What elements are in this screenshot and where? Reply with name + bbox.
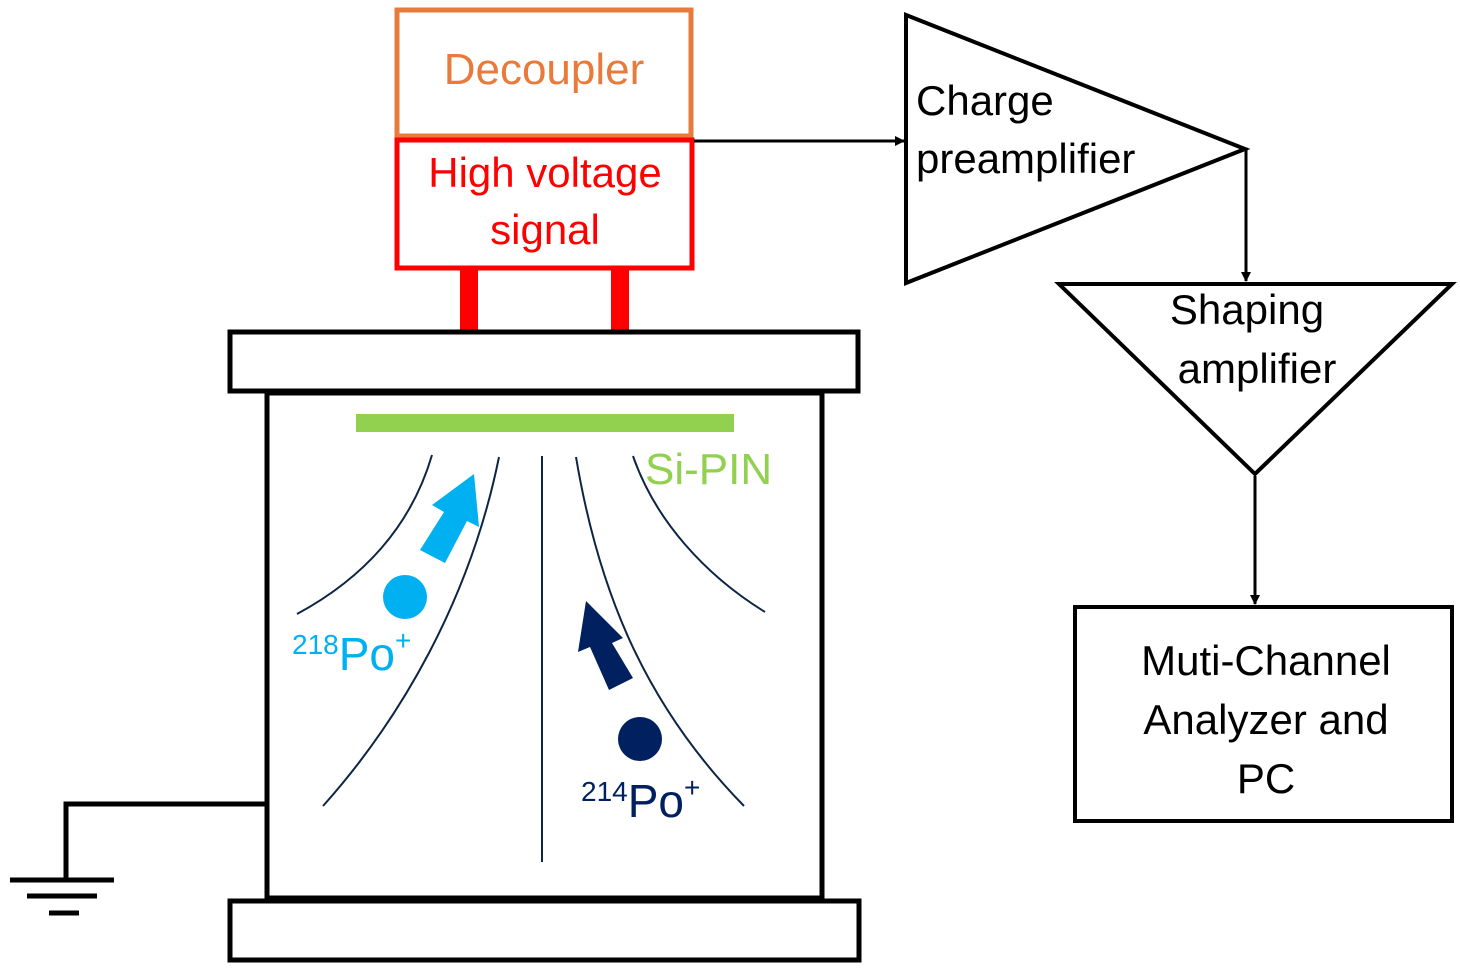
field-line-left-inner — [322, 456, 500, 807]
po218-mass-number: 218 — [292, 629, 339, 660]
ground-icon — [10, 877, 114, 916]
high-voltage-box — [394, 137, 695, 271]
shaping-amplifier-label-line1: Shaping — [1170, 286, 1324, 333]
po214-ion — [618, 717, 662, 761]
mca-label-line2: Analyzer and — [1143, 696, 1388, 743]
mca-box — [1073, 605, 1454, 823]
decoupler-label: Decoupler — [444, 45, 645, 94]
field-line-left-outer — [296, 454, 433, 615]
po214-label: 214Po+ — [581, 772, 700, 827]
decoupler-box — [394, 7, 694, 139]
po218-label: 218Po+ — [292, 625, 411, 680]
charge-preamplifier-triangle — [904, 12, 1251, 286]
charge-preamplifier-label-line2: preamplifier — [916, 135, 1135, 182]
high-voltage-label-line2: signal — [490, 206, 600, 253]
po214-drift-arrow — [578, 601, 633, 690]
po214-mass-number: 214 — [581, 776, 628, 807]
po218-charge: + — [395, 625, 411, 656]
charge-preamplifier-label-line1: Charge — [916, 77, 1054, 124]
po218-drift-arrow — [420, 474, 479, 563]
field-line-right-inner — [575, 456, 745, 807]
chamber-top-cap — [227, 329, 861, 394]
chamber-bottom-cap — [227, 898, 862, 963]
po214-charge: + — [684, 772, 700, 803]
shaping-amplifier-triangle — [1054, 282, 1457, 477]
po214-symbol: Po — [628, 775, 684, 827]
chamber-body — [264, 390, 825, 901]
mca-label-line3: PC — [1237, 755, 1295, 802]
sipin-detector — [356, 414, 734, 432]
sipin-label: Si-PIN — [645, 445, 772, 494]
shaping-amplifier-label-line2: amplifier — [1178, 345, 1337, 392]
field-line-right-outer — [632, 455, 766, 613]
ground-wire — [63, 801, 267, 880]
high-voltage-label-line1: High voltage — [428, 149, 661, 196]
po218-ion — [383, 575, 427, 619]
field-lines — [296, 454, 766, 862]
signal-wire-to-shaper — [1241, 147, 1251, 282]
mca-label-line1: Muti-Channel — [1141, 637, 1391, 684]
po218-symbol: Po — [339, 628, 395, 680]
